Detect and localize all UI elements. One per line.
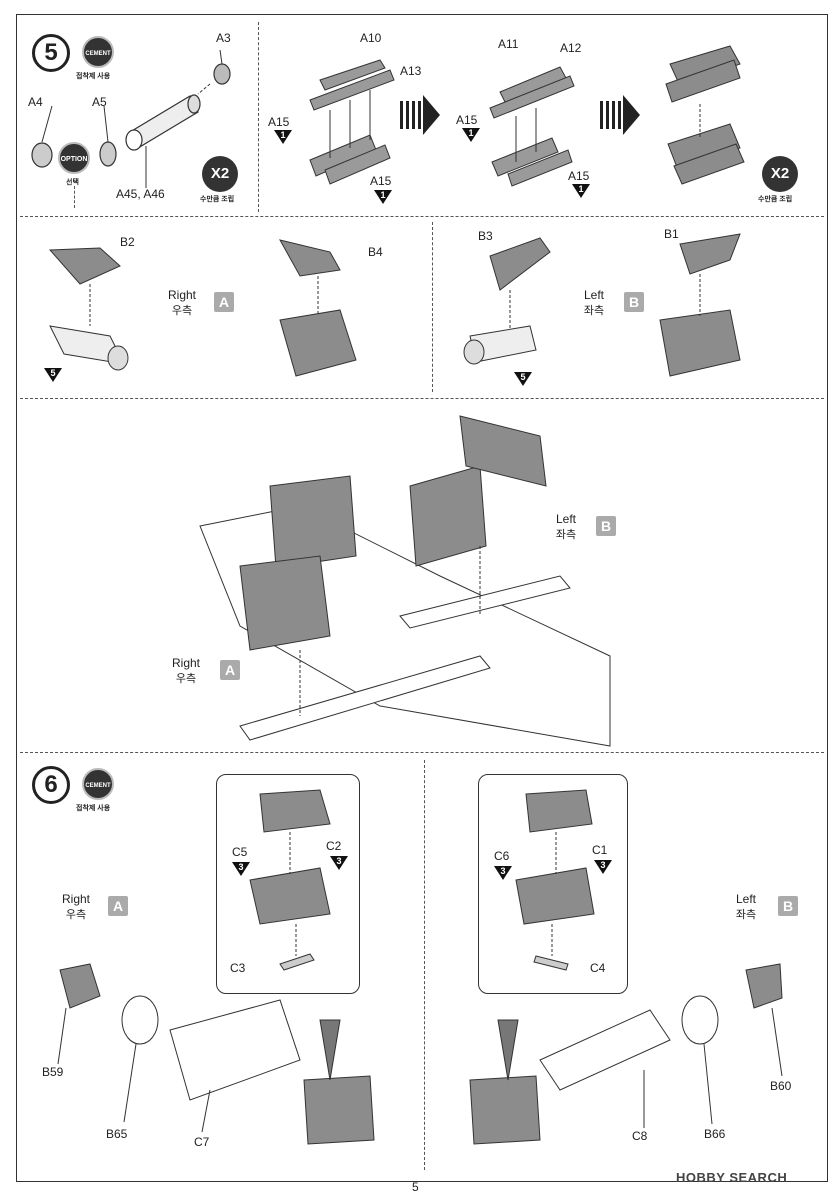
left-label-en-2: Left bbox=[555, 512, 576, 526]
right-label-en-2: Right bbox=[171, 656, 200, 670]
part-label-b60: B60 bbox=[770, 1079, 792, 1093]
marker-1-a: 1 bbox=[274, 130, 292, 144]
row2-parts-art bbox=[48, 233, 741, 377]
divider-h1 bbox=[20, 216, 824, 217]
divider-h3 bbox=[20, 752, 824, 753]
part-label-b1: B1 bbox=[664, 227, 679, 241]
part-label-b65: B65 bbox=[106, 1127, 128, 1141]
divider-v2 bbox=[432, 222, 433, 392]
process-arrow-1 bbox=[400, 95, 440, 135]
left-label-kr-2: 좌측 bbox=[555, 529, 577, 541]
marker-5-b: 5 bbox=[514, 372, 532, 386]
right-label-en-1: Right bbox=[167, 288, 196, 302]
left-label-en-3: Left bbox=[735, 892, 756, 906]
step-5-number: 5 bbox=[32, 34, 70, 72]
part-label-a45-a46: A45, A46 bbox=[116, 187, 165, 201]
marker-5-a: 5 bbox=[44, 368, 62, 382]
part-label-b2: B2 bbox=[120, 235, 135, 249]
watermark-logo: HOBBY SEARCH bbox=[676, 1170, 788, 1185]
option-badge: OPTION bbox=[58, 142, 90, 174]
part-label-c4: C4 bbox=[590, 961, 606, 975]
part-label-c2: C2 bbox=[326, 839, 342, 853]
left-label-kr-3: 좌측 bbox=[735, 909, 757, 921]
divider-h2 bbox=[20, 398, 824, 399]
part-label-b4: B4 bbox=[368, 245, 383, 259]
part-label-a11: A11 bbox=[498, 37, 519, 51]
left-label-kr-1: 좌측 bbox=[583, 305, 605, 317]
part-label-a4: A4 bbox=[28, 95, 43, 109]
right-label-kr-3: 우측 bbox=[65, 909, 87, 921]
part-label-c7: C7 bbox=[194, 1135, 210, 1149]
step5-launcher-a-art bbox=[309, 59, 395, 185]
step5-rocket-pod-art bbox=[31, 49, 231, 188]
side-box-b-1: B bbox=[624, 292, 644, 312]
marker-3-d: 3 bbox=[494, 866, 512, 880]
part-label-a3: A3 bbox=[216, 31, 231, 45]
side-box-a-1: A bbox=[214, 292, 234, 312]
x2-badge-left: X2 bbox=[202, 156, 238, 192]
left-label-en-1: Left bbox=[583, 288, 604, 302]
part-label-b59: B59 bbox=[42, 1065, 64, 1079]
step-6-number: 6 bbox=[32, 766, 70, 804]
marker-1-b: 1 bbox=[374, 190, 392, 204]
x2-badge-right: X2 bbox=[762, 156, 798, 192]
instruction-page bbox=[16, 14, 828, 1182]
marker-3-c: 3 bbox=[594, 860, 612, 874]
inset-right-parts-art bbox=[515, 789, 595, 971]
right-label-en-3: Right bbox=[61, 892, 90, 906]
marker-1-d: 1 bbox=[572, 184, 590, 198]
part-label-c1: C1 bbox=[592, 843, 608, 857]
side-box-a-3: A bbox=[108, 896, 128, 916]
part-label-a15-d: A15 bbox=[568, 169, 590, 183]
step6-bottom-parts-art bbox=[57, 963, 783, 1145]
page-number: 5 bbox=[412, 1180, 419, 1194]
marker-3-b: 3 bbox=[232, 862, 250, 876]
marker-1-c: 1 bbox=[462, 128, 480, 142]
part-label-c5: C5 bbox=[232, 845, 248, 859]
helicopter-wing-art bbox=[199, 415, 611, 747]
step5-launcher-result-art bbox=[665, 45, 745, 185]
part-label-a5: A5 bbox=[92, 95, 107, 109]
cement-badge-6: CEMENT bbox=[82, 768, 114, 800]
side-box-b-2: B bbox=[596, 516, 616, 536]
part-label-a15-right: A15 bbox=[370, 174, 392, 188]
step5-launcher-b-art bbox=[489, 66, 575, 187]
part-label-c3: C3 bbox=[230, 961, 246, 975]
part-label-a15-c: A15 bbox=[456, 113, 478, 127]
part-label-a12: A12 bbox=[560, 41, 582, 55]
divider-v3 bbox=[424, 760, 425, 1170]
x2-label-right: 수만큼 조립 bbox=[758, 196, 793, 203]
part-label-a13: A13 bbox=[400, 64, 422, 78]
process-arrow-2 bbox=[600, 95, 640, 135]
part-label-a10: A10 bbox=[360, 31, 382, 45]
cement-label-6: 접착제 사용 bbox=[76, 805, 111, 812]
inset-left-parts-art bbox=[249, 789, 331, 971]
cement-label: 접착제 사용 bbox=[76, 73, 111, 80]
right-label-kr-2: 우측 bbox=[175, 673, 197, 685]
part-label-c8: C8 bbox=[632, 1129, 648, 1143]
option-label: 선택 bbox=[66, 179, 79, 186]
cement-badge: CEMENT bbox=[82, 36, 114, 68]
part-label-a15-left: A15 bbox=[268, 115, 290, 129]
option-dash bbox=[74, 186, 75, 208]
part-label-c6: C6 bbox=[494, 849, 510, 863]
divider-v1 bbox=[258, 22, 259, 212]
right-label-kr-1: 우측 bbox=[171, 305, 193, 317]
side-box-a-2: A bbox=[220, 660, 240, 680]
side-box-b-3: B bbox=[778, 896, 798, 916]
part-label-b66: B66 bbox=[704, 1127, 726, 1141]
part-label-b3: B3 bbox=[478, 229, 493, 243]
x2-label-left: 수만큼 조립 bbox=[200, 196, 235, 203]
marker-3-a: 3 bbox=[330, 856, 348, 870]
